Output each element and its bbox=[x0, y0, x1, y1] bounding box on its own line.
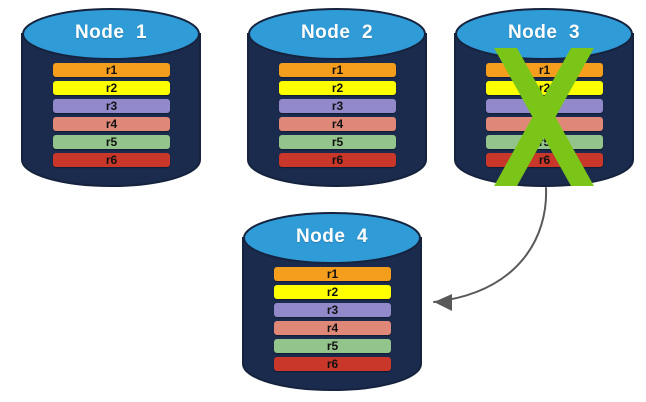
row-label: r4 bbox=[331, 117, 344, 131]
node-4-row-r5[interactable]: r5 bbox=[274, 339, 391, 353]
cylinder-top-ellipse bbox=[243, 212, 421, 264]
node-2-row-r2[interactable]: r2 bbox=[279, 81, 396, 95]
node-2-row-r3[interactable]: r3 bbox=[279, 99, 396, 113]
row-label: r5 bbox=[105, 135, 118, 149]
node-1-row-r5[interactable]: r5 bbox=[53, 135, 170, 149]
row-label: r5 bbox=[331, 135, 344, 149]
node-1-row-r4[interactable]: r4 bbox=[53, 117, 170, 131]
node-1-row-r2[interactable]: r2 bbox=[53, 81, 170, 95]
row-label: r6 bbox=[331, 153, 344, 167]
failover-arrow-head bbox=[434, 294, 452, 311]
row-label: r3 bbox=[326, 303, 339, 317]
row-label: r4 bbox=[105, 117, 118, 131]
node-1-row-r1[interactable]: r1 bbox=[53, 63, 170, 77]
node-2-row-r1[interactable]: r1 bbox=[279, 63, 396, 77]
row-label: r2 bbox=[331, 81, 344, 95]
node-2-row-r4[interactable]: r4 bbox=[279, 117, 396, 131]
node-1-row-r6[interactable]: r6 bbox=[53, 153, 170, 167]
node-4-row-r2[interactable]: r2 bbox=[274, 285, 391, 299]
node-1-row-r3[interactable]: r3 bbox=[53, 99, 170, 113]
row-label: r6 bbox=[105, 153, 118, 167]
cylinder-top-ellipse bbox=[248, 8, 426, 60]
row-label: r2 bbox=[326, 285, 339, 299]
node-4-row-r4[interactable]: r4 bbox=[274, 321, 391, 335]
node-2-row-r5[interactable]: r5 bbox=[279, 135, 396, 149]
row-label: r1 bbox=[326, 267, 339, 281]
row-label: r1 bbox=[105, 63, 118, 77]
row-label: r2 bbox=[105, 81, 118, 95]
node-4-row-r6[interactable]: r6 bbox=[274, 357, 391, 371]
row-label: r5 bbox=[326, 339, 339, 353]
node-4-row-r1[interactable]: r1 bbox=[274, 267, 391, 281]
row-label: r3 bbox=[105, 99, 118, 113]
cylinder-top-ellipse bbox=[22, 8, 200, 60]
node-4-row-r3[interactable]: r3 bbox=[274, 303, 391, 317]
row-label: r4 bbox=[326, 321, 339, 335]
row-label: r3 bbox=[331, 99, 344, 113]
row-label: r1 bbox=[331, 63, 344, 77]
failover-arrow-line bbox=[433, 187, 548, 303]
node-2-row-r6[interactable]: r6 bbox=[279, 153, 396, 167]
row-label: r6 bbox=[326, 357, 339, 371]
